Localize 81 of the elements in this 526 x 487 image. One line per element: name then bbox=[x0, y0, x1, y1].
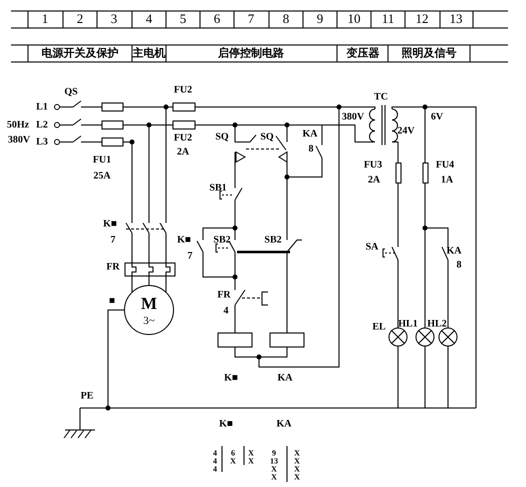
component-label: 8 bbox=[308, 144, 314, 154]
motor-circle bbox=[124, 285, 174, 335]
section-heading: 电源开关及保护 bbox=[42, 46, 118, 60]
column-number: 11 bbox=[382, 11, 394, 27]
component-label: SB2 bbox=[264, 234, 282, 246]
table-cell: X bbox=[271, 464, 277, 474]
section-heading: 启停控制电路 bbox=[218, 46, 284, 60]
column-number: 2 bbox=[76, 11, 84, 27]
motor-phase-label: 3~ bbox=[143, 315, 155, 327]
component-label: K■ bbox=[103, 218, 117, 230]
component-label: L1 bbox=[36, 102, 48, 112]
table-cell: X bbox=[230, 456, 236, 466]
column-number: 4 bbox=[146, 11, 152, 27]
table-cell: 4 bbox=[213, 456, 217, 466]
component-label: 1A bbox=[440, 174, 454, 186]
component-label: QS bbox=[64, 86, 78, 98]
component-label: KA bbox=[302, 128, 318, 140]
component-label: SQ bbox=[260, 132, 274, 142]
table-cell: X bbox=[248, 448, 254, 458]
component-label: 7 bbox=[188, 250, 192, 262]
component-label: 4 bbox=[224, 306, 228, 316]
component-label: KA bbox=[446, 246, 462, 256]
table-cell: X bbox=[248, 456, 254, 466]
table-header: KA bbox=[276, 418, 292, 430]
table-cell: 6 bbox=[231, 448, 235, 458]
component-label: FU1 bbox=[92, 154, 112, 166]
component-label: 25A bbox=[93, 170, 111, 182]
table-cell: 4 bbox=[213, 464, 217, 474]
component-label: EL bbox=[372, 322, 386, 332]
component-label: FR bbox=[106, 262, 120, 272]
column-number: 3 bbox=[110, 11, 118, 27]
column-number: 7 bbox=[248, 11, 254, 27]
motor-letter: M bbox=[140, 294, 158, 314]
column-number: 9 bbox=[316, 11, 324, 27]
component-label: 2A bbox=[368, 174, 380, 186]
component-label: FU2 bbox=[174, 84, 192, 96]
component-label: 50Hz bbox=[6, 120, 30, 130]
table-cell: 4 bbox=[213, 448, 217, 458]
component-label: SB1 bbox=[209, 182, 227, 194]
section-heading: 主电机 bbox=[132, 46, 166, 60]
column-number: 8 bbox=[282, 11, 290, 27]
component-label: SQ bbox=[215, 132, 229, 142]
component-label: 6V bbox=[430, 112, 444, 122]
component-label: HL2 bbox=[427, 318, 447, 330]
component-label: 8 bbox=[456, 260, 462, 270]
table-cell: X bbox=[294, 456, 300, 466]
section-heading: 变压器 bbox=[346, 46, 380, 60]
component-label: SA bbox=[366, 242, 378, 252]
component-label: ■ bbox=[108, 296, 116, 306]
component-label: 24V bbox=[397, 126, 415, 136]
component-label: 2A bbox=[176, 146, 190, 158]
component-label: 380V bbox=[342, 112, 364, 122]
column-number: 5 bbox=[180, 11, 186, 27]
component-label: TC bbox=[374, 92, 388, 102]
component-label: K■ bbox=[177, 234, 191, 246]
component-label: SB2 bbox=[213, 234, 231, 246]
component-label: FR bbox=[217, 290, 231, 300]
column-number: 13 bbox=[450, 11, 462, 27]
table-cell: X bbox=[294, 464, 300, 474]
column-number: 12 bbox=[416, 11, 428, 27]
table-cell: X bbox=[294, 448, 300, 458]
component-label: HL1 bbox=[398, 318, 418, 330]
table-cell: 9 bbox=[272, 448, 276, 458]
component-label: L2 bbox=[36, 120, 48, 130]
table-cell: 13 bbox=[270, 456, 278, 466]
column-number: 10 bbox=[348, 11, 360, 27]
component-label: FU2 bbox=[174, 132, 192, 144]
table-header: K■ bbox=[219, 418, 233, 430]
component-label: 380V bbox=[8, 134, 30, 146]
component-label: FU4 bbox=[436, 160, 454, 170]
column-number: 1 bbox=[42, 11, 48, 27]
component-label: PE bbox=[80, 390, 94, 402]
section-heading: 照明及信号 bbox=[402, 46, 456, 60]
component-label: KA bbox=[278, 372, 292, 384]
component-label: L3 bbox=[36, 136, 48, 148]
component-label: K■ bbox=[224, 372, 238, 384]
table-cell: X bbox=[294, 472, 300, 482]
component-label: FU3 bbox=[364, 160, 382, 170]
component-label: 7 bbox=[110, 234, 116, 246]
column-number: 6 bbox=[214, 11, 220, 27]
table-cell: X bbox=[271, 472, 277, 482]
